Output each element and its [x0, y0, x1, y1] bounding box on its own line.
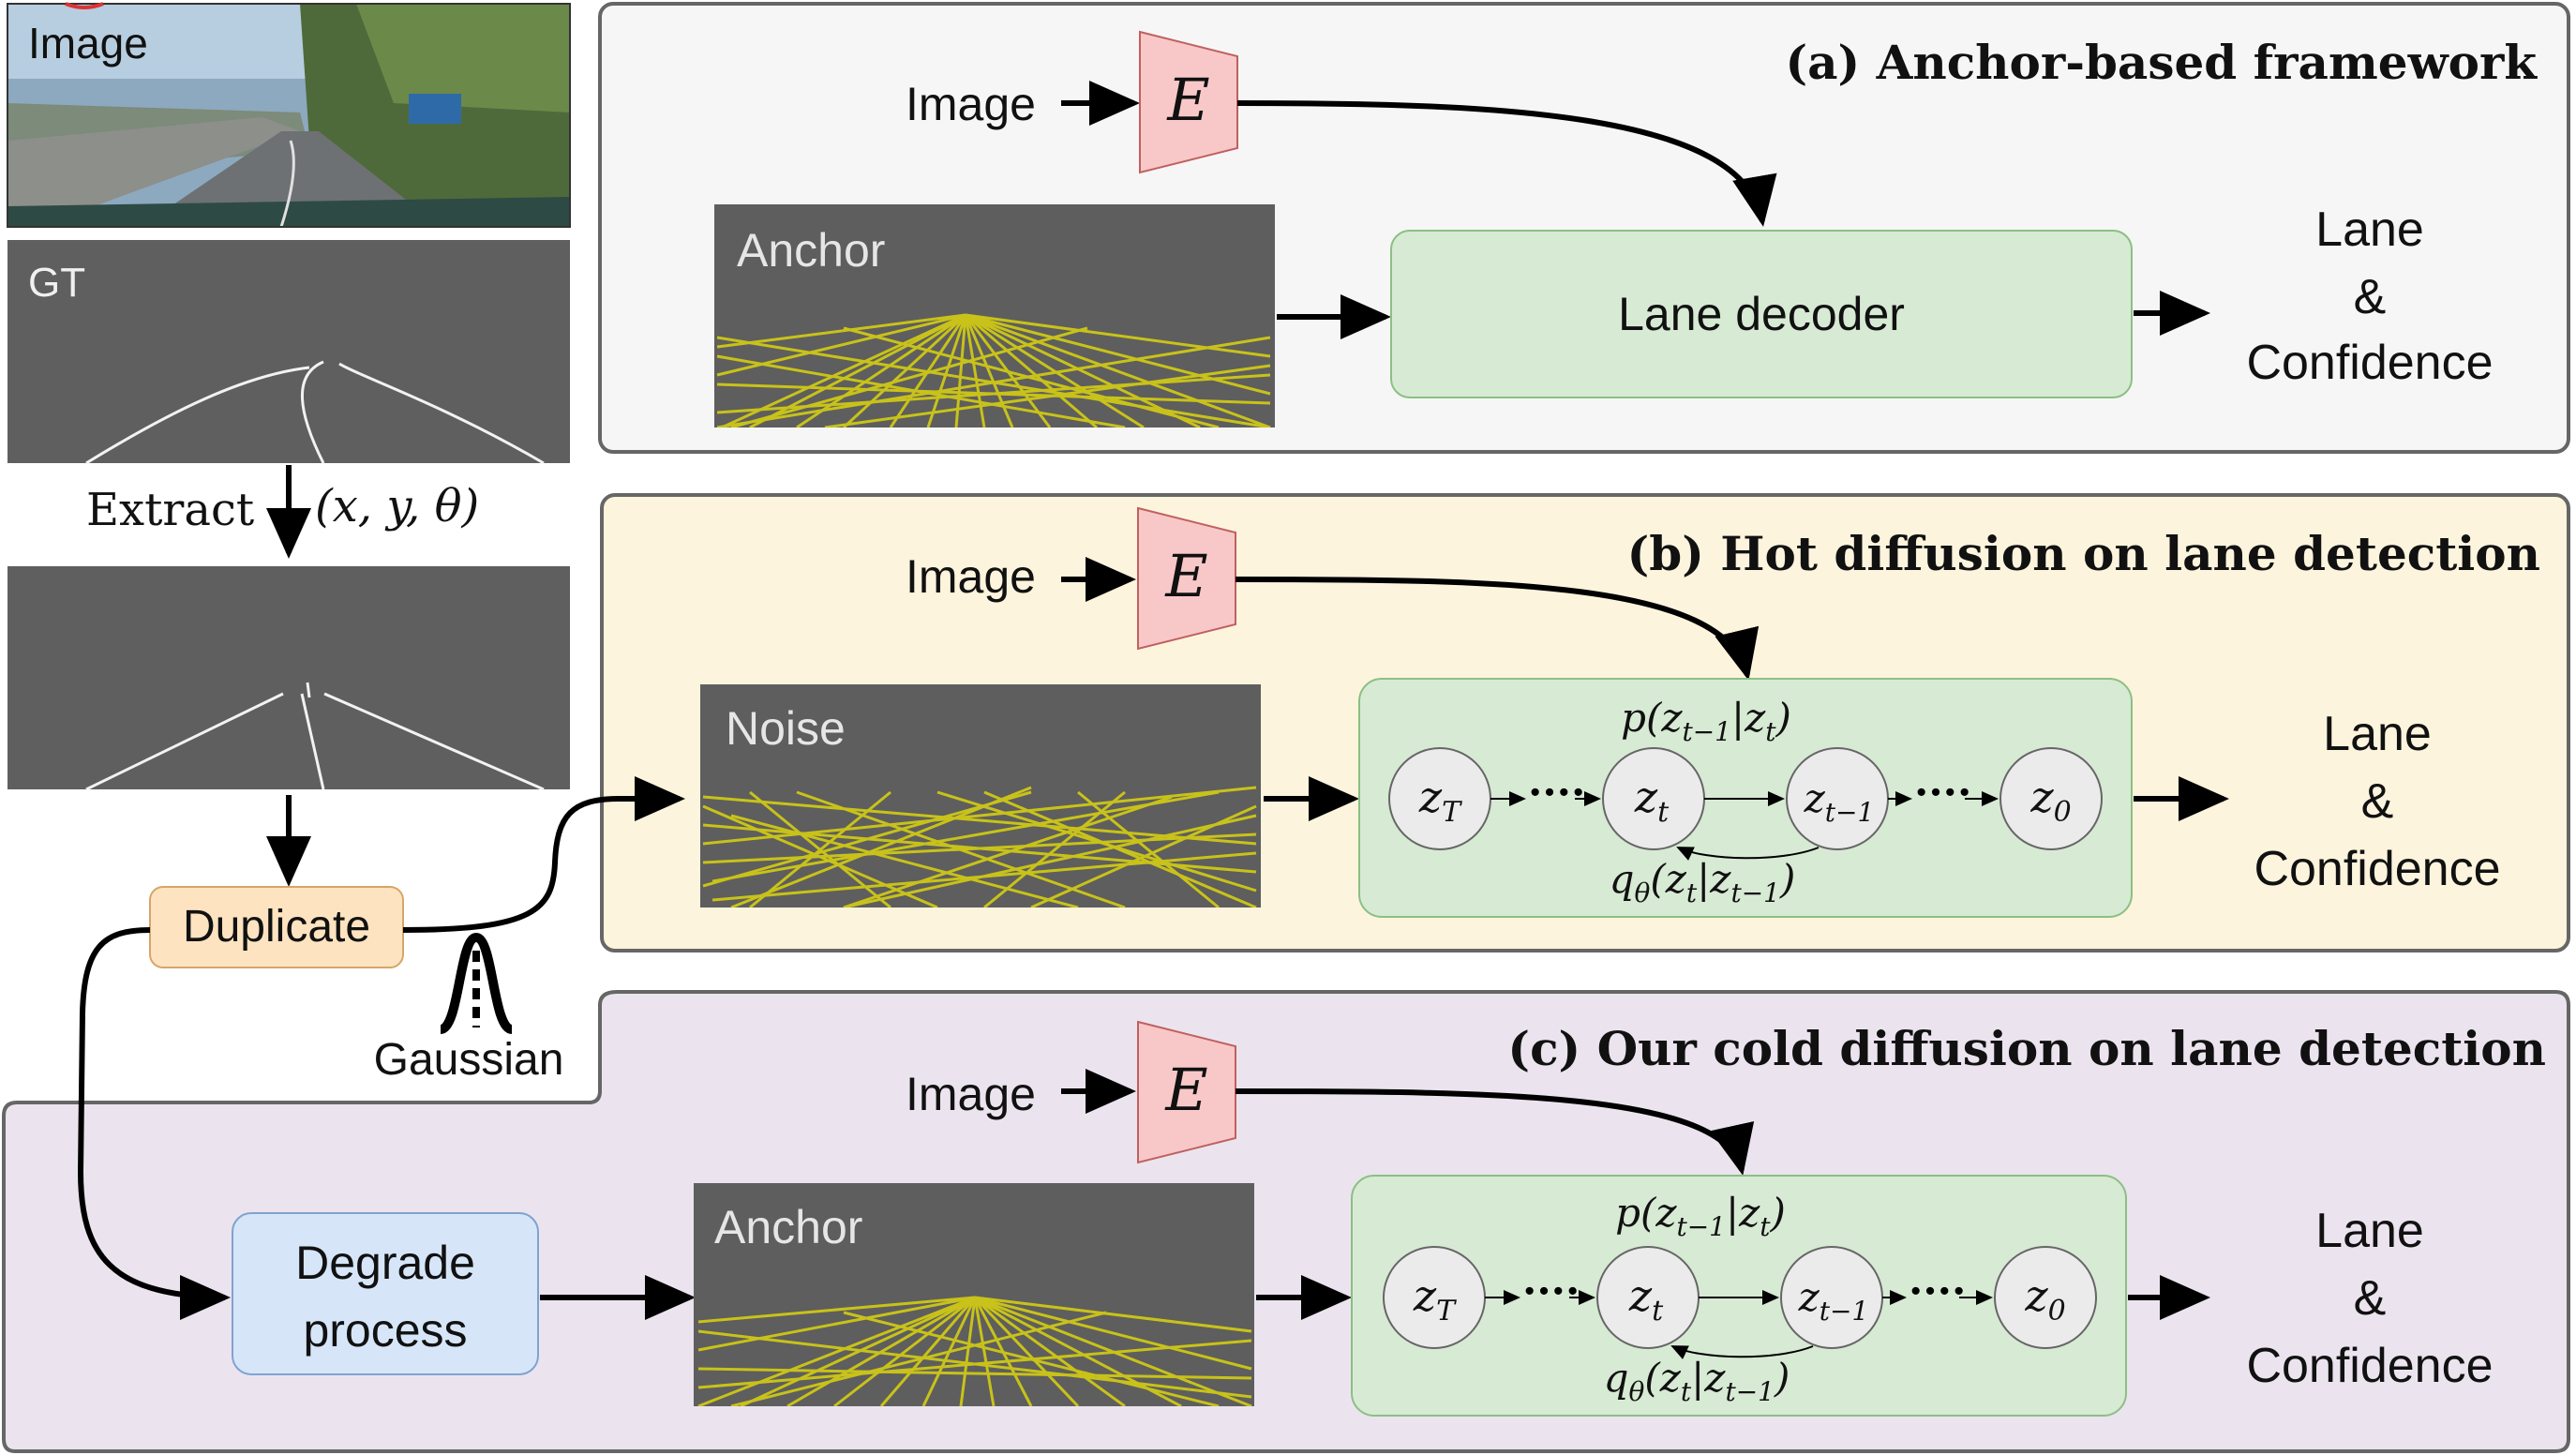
panel-c-chain-dots: ···· [1522, 1268, 1580, 1315]
duplicate-to-degrade-arrow [77, 927, 231, 1320]
panel-b-q-term: qθ(zt|zt−1) [1610, 856, 1796, 908]
panel-b-title: (b) Hot diffusion on lane detection [1627, 526, 2540, 581]
extract-params: (x, y, θ) [315, 480, 479, 532]
panel-a-output-line2: & [2354, 270, 2387, 324]
panel-b-output-line3: Confidence [2254, 842, 2500, 896]
extracted-lanes-panel [7, 566, 570, 789]
panel-c-node-zT-label: zT [1413, 1270, 1457, 1328]
panel-a-output-line3: Confidence [2246, 336, 2493, 390]
panel-c-anchor-lines [697, 1296, 1252, 1406]
duplicate-label: Duplicate [183, 902, 370, 952]
panel-a-lane-decoder [1390, 230, 2133, 398]
panel-c-encoder-to-diffusion-arrow [1235, 1088, 1755, 1176]
panel-b-node-zt-1-label: zt−1 [1804, 775, 1875, 828]
panel-b-node-z0-label: z0 [2029, 772, 2071, 829]
extracted-lane [85, 692, 284, 791]
panel-b-node-zt-label: zt [1634, 772, 1670, 829]
panel-c-p-term: p(zt−1|zt) [1615, 1190, 1786, 1242]
panel-a-image-label: Image [906, 78, 1036, 130]
panel-b-noise-lines [702, 786, 1257, 908]
photo-label: Image [28, 19, 148, 68]
panel-b-node-z0 [1999, 747, 2103, 850]
panel-c-diffusion-box [1351, 1175, 2127, 1417]
panel-a-encoder-label: E [1166, 66, 1209, 134]
panel-b-chain-dots: ···· [1528, 769, 1585, 817]
extracted-lane [323, 692, 545, 791]
gt-label: GT [28, 260, 85, 306]
panel-c-q-term: qθ(zt|zt−1) [1604, 1355, 1790, 1407]
panel-a-output-line1: Lane [2315, 202, 2424, 257]
road-photo [7, 4, 570, 227]
gt-lane [338, 362, 545, 465]
gaussian-curve-icon [439, 932, 514, 1034]
panel-c-encoder [1137, 1020, 1236, 1164]
panel-b-encoder-label: E [1164, 542, 1207, 610]
extract-label: Extract [86, 484, 254, 536]
panel-b-noise-label: Noise [726, 702, 846, 755]
gaussian-label: Gaussian [374, 1035, 564, 1085]
panel-b-reverse-arrow [1676, 847, 1820, 862]
panel-c-anchor-label: Anchor [714, 1201, 862, 1253]
panel-b-image-label: Image [906, 550, 1036, 603]
panel-c-degrade-box [232, 1212, 539, 1375]
panel-b-encoder [1137, 506, 1236, 651]
panel-c-image-label: Image [906, 1068, 1036, 1120]
extracted-lane [306, 682, 311, 698]
gt-lane [301, 360, 325, 464]
panel-c-output-line1: Lane [2315, 1204, 2424, 1258]
extracted-lane [300, 693, 325, 790]
panel-c-node-z0 [1994, 1246, 2097, 1349]
panel-a-anchor-lines [716, 313, 1271, 428]
panel-c-node-zt-1-label: zt−1 [1798, 1274, 1869, 1327]
panel-c-output-line2: & [2354, 1271, 2387, 1326]
panel-a-title: (a) Anchor-based framework [1785, 35, 2538, 90]
panel-c-chain-dots: ···· [1909, 1268, 1966, 1315]
panel-a-lane-decoder-label: Lane decoder [1618, 288, 1905, 340]
panel-c-node-zt-label: zt [1628, 1270, 1664, 1328]
panel-b-output-line2: & [2361, 774, 2394, 829]
panel-b-encoder-to-diffusion-arrow [1235, 577, 1760, 681]
panel-c-encoder-label: E [1164, 1056, 1207, 1124]
panel-b-chain-dots: ···· [1914, 769, 1971, 817]
panel-c-degrade-line2: process [303, 1304, 467, 1357]
gt-lane [85, 366, 310, 465]
duplicate-to-noise-arrow [402, 776, 685, 933]
panel-b-output-line1: Lane [2323, 707, 2432, 761]
panel-c-reverse-arrow [1670, 1345, 1814, 1360]
panel-a-encoder [1139, 30, 1238, 174]
panel-c-node-z0-label: z0 [2024, 1270, 2065, 1328]
panel-a-encoder-to-decoder-arrow [1236, 100, 1777, 227]
panel-b-p-term: p(zt−1|zt) [1621, 695, 1791, 747]
panel-b-node-zT-label: zT [1418, 772, 1462, 829]
gt-panel [7, 240, 570, 463]
panel-a-anchor-label: Anchor [737, 224, 885, 277]
panel-a-anchor-image [714, 204, 1275, 428]
panel-c-title: (c) Our cold diffusion on lane detection [1507, 1021, 2546, 1076]
panel-c-output-line3: Confidence [2246, 1339, 2493, 1393]
panel-c-degrade-line1: Degrade [295, 1237, 475, 1289]
